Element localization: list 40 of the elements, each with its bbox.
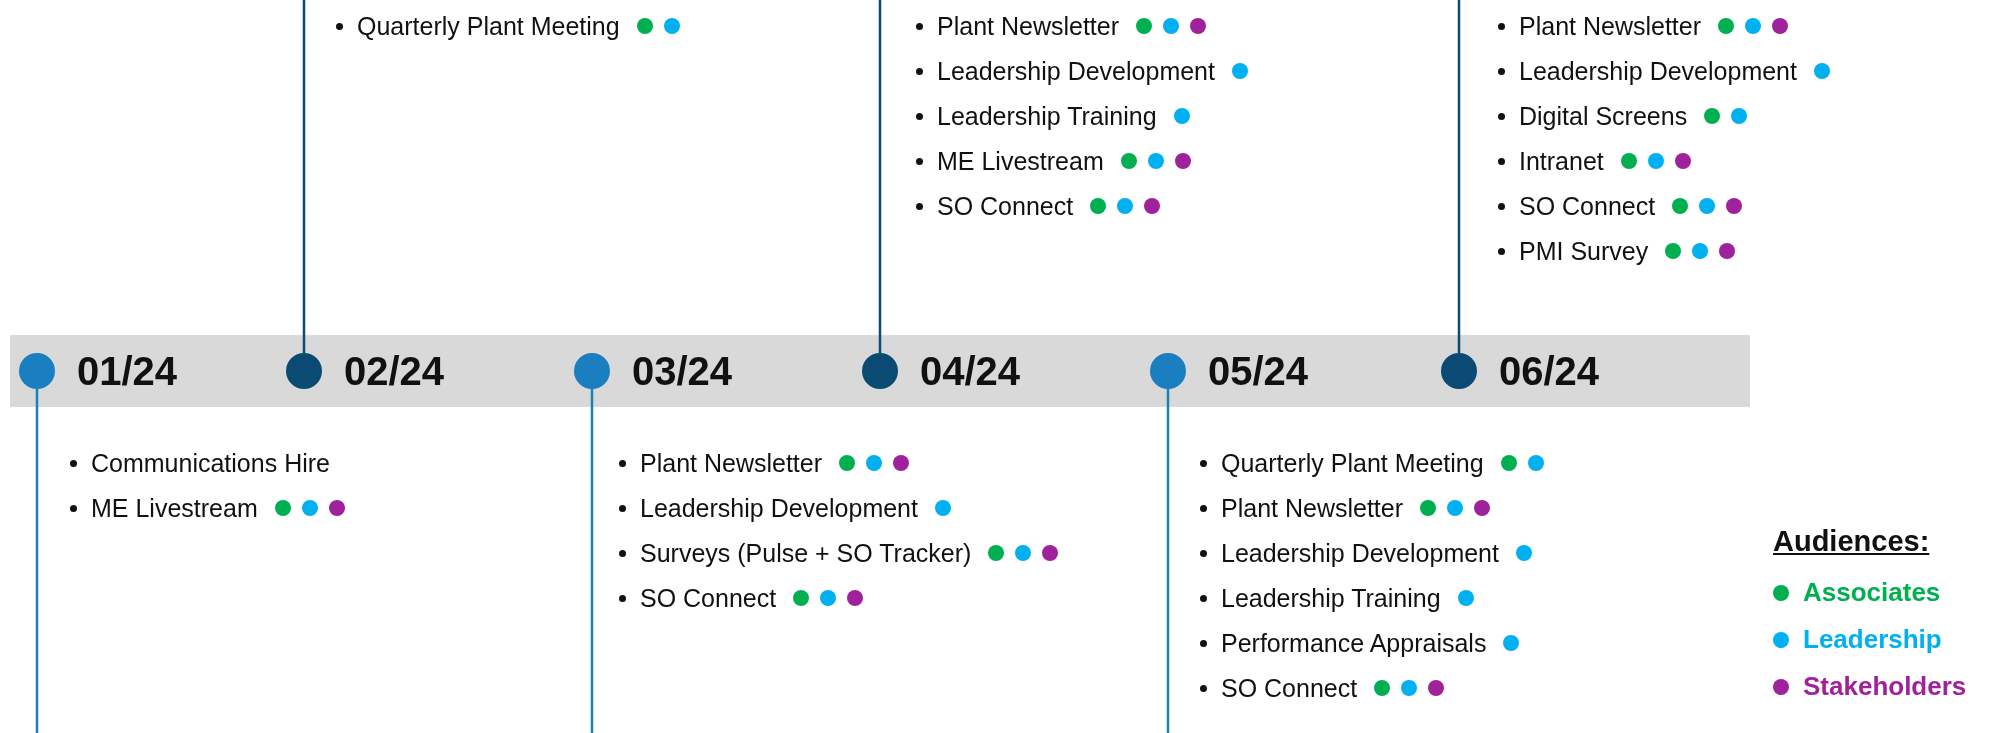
legend-title: Audiences: [1773, 525, 1930, 558]
activity-text: SO Connect [1519, 191, 1656, 221]
legend-text: Leadership [1803, 624, 1942, 655]
activity-text: Intranet [1519, 146, 1604, 176]
activity-text: Plant Newsletter [937, 11, 1120, 41]
activity-text: Leadership Development [1221, 538, 1499, 568]
timeline-connector [1457, 0, 1461, 353]
activity-text: Performance Appraisals [1221, 628, 1487, 658]
timeline-connector [878, 0, 882, 353]
date-label: 04/24 [920, 349, 1021, 393]
activity-text: Quarterly Plant Meeting [357, 11, 620, 41]
activity-text: SO Connect [640, 583, 777, 613]
activity-text: Communications Hire [91, 448, 330, 478]
activity-text: Quarterly Plant Meeting [1221, 448, 1484, 478]
timeline-connector [302, 0, 306, 353]
activity-text: Plant Newsletter [1519, 11, 1702, 41]
activity-text: Leadership Development [1519, 56, 1797, 86]
date-label: 03/24 [632, 349, 733, 393]
timeline-connector [590, 389, 594, 733]
activity-text: PMI Survey [1519, 236, 1649, 266]
date-label: 06/24 [1499, 349, 1600, 393]
date-label: 02/24 [344, 349, 445, 393]
activity-text: Leadership Training [1221, 583, 1441, 613]
activity-text: SO Connect [937, 191, 1074, 221]
activity-text: ME Livestream [937, 146, 1104, 176]
activity-text: Leadership Development [937, 56, 1215, 86]
activity-text: ME Livestream [91, 493, 258, 523]
timeline-connector [35, 389, 39, 733]
activity-text: Leadership Development [640, 493, 918, 523]
activity-text: SO Connect [1221, 673, 1358, 703]
timeline-connector [1166, 389, 1170, 733]
activity-text: Surveys (Pulse + SO Tracker) [640, 538, 972, 568]
activity-text: Leadership Training [937, 101, 1157, 131]
date-label: 05/24 [1208, 349, 1309, 393]
activity-text: Plant Newsletter [1221, 493, 1404, 523]
activity-text: Plant Newsletter [640, 448, 823, 478]
date-label: 01/24 [77, 349, 178, 393]
legend-text: Stakeholders [1803, 671, 1967, 702]
legend-text: Associates [1803, 577, 1941, 608]
activity-text: Digital Screens [1519, 101, 1688, 131]
